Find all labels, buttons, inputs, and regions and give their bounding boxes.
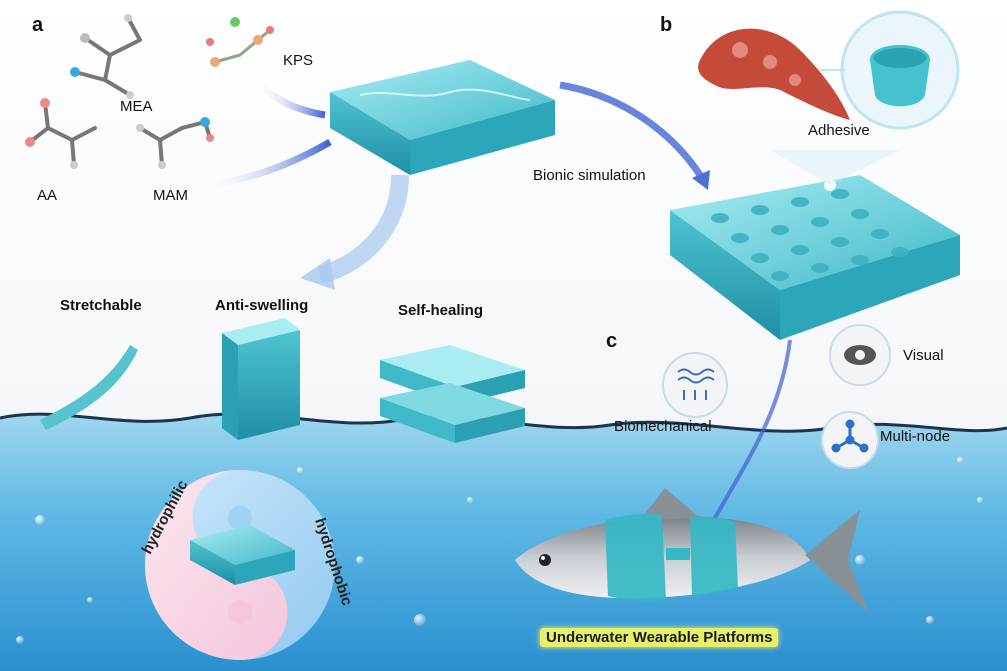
arrow-kps	[252, 77, 326, 119]
label-underwater-wearable-platforms: Underwater Wearable Platforms	[540, 628, 779, 647]
self-healing-stack	[380, 345, 525, 443]
biomechanical-bubble	[662, 352, 728, 418]
molecule-mea	[70, 14, 142, 99]
arrow-bionic	[559, 81, 703, 177]
label-mea: MEA	[120, 98, 153, 115]
label-multi-node: Multi-node	[880, 428, 951, 445]
wettability-yinyang	[145, 470, 335, 660]
bubbles	[16, 457, 983, 644]
arrow-properties-head	[300, 258, 335, 290]
adhesive-beam	[770, 150, 900, 185]
adhesive-hydrogel	[670, 175, 960, 340]
label-bionic-simulation: Bionic simulation	[533, 167, 646, 184]
panel-label-a: a	[32, 14, 44, 36]
label-visual: Visual	[903, 347, 944, 364]
multi-node-bubble	[821, 411, 879, 469]
molecule-aa	[25, 98, 97, 169]
panel-label-b: b	[660, 14, 673, 36]
anti-swelling-block	[222, 318, 300, 440]
label-stretchable: Stretchable	[60, 297, 142, 314]
panel-label-c: c	[606, 330, 618, 352]
label-kps: KPS	[283, 52, 314, 69]
molecule-mam	[136, 117, 214, 169]
arrow-properties	[317, 174, 409, 284]
hydrogel-block	[330, 60, 555, 175]
sucker-zoom	[820, 10, 960, 130]
stretchable-strip	[40, 345, 138, 430]
label-aa: AA	[37, 187, 58, 204]
label-adhesive: Adhesive	[808, 122, 870, 139]
visual-bubble	[829, 324, 891, 386]
arrow-mam	[204, 138, 332, 189]
octopus-tentacle	[698, 28, 850, 120]
fish	[515, 488, 868, 612]
label-biomechanical: Biomechanical	[614, 418, 712, 435]
molecule-kps	[206, 17, 274, 67]
label-anti-swelling: Anti-swelling	[215, 297, 309, 314]
label-self-healing: Self-healing	[398, 302, 484, 319]
label-mam: MAM	[153, 187, 188, 204]
arrow-bionic-head	[692, 170, 710, 190]
